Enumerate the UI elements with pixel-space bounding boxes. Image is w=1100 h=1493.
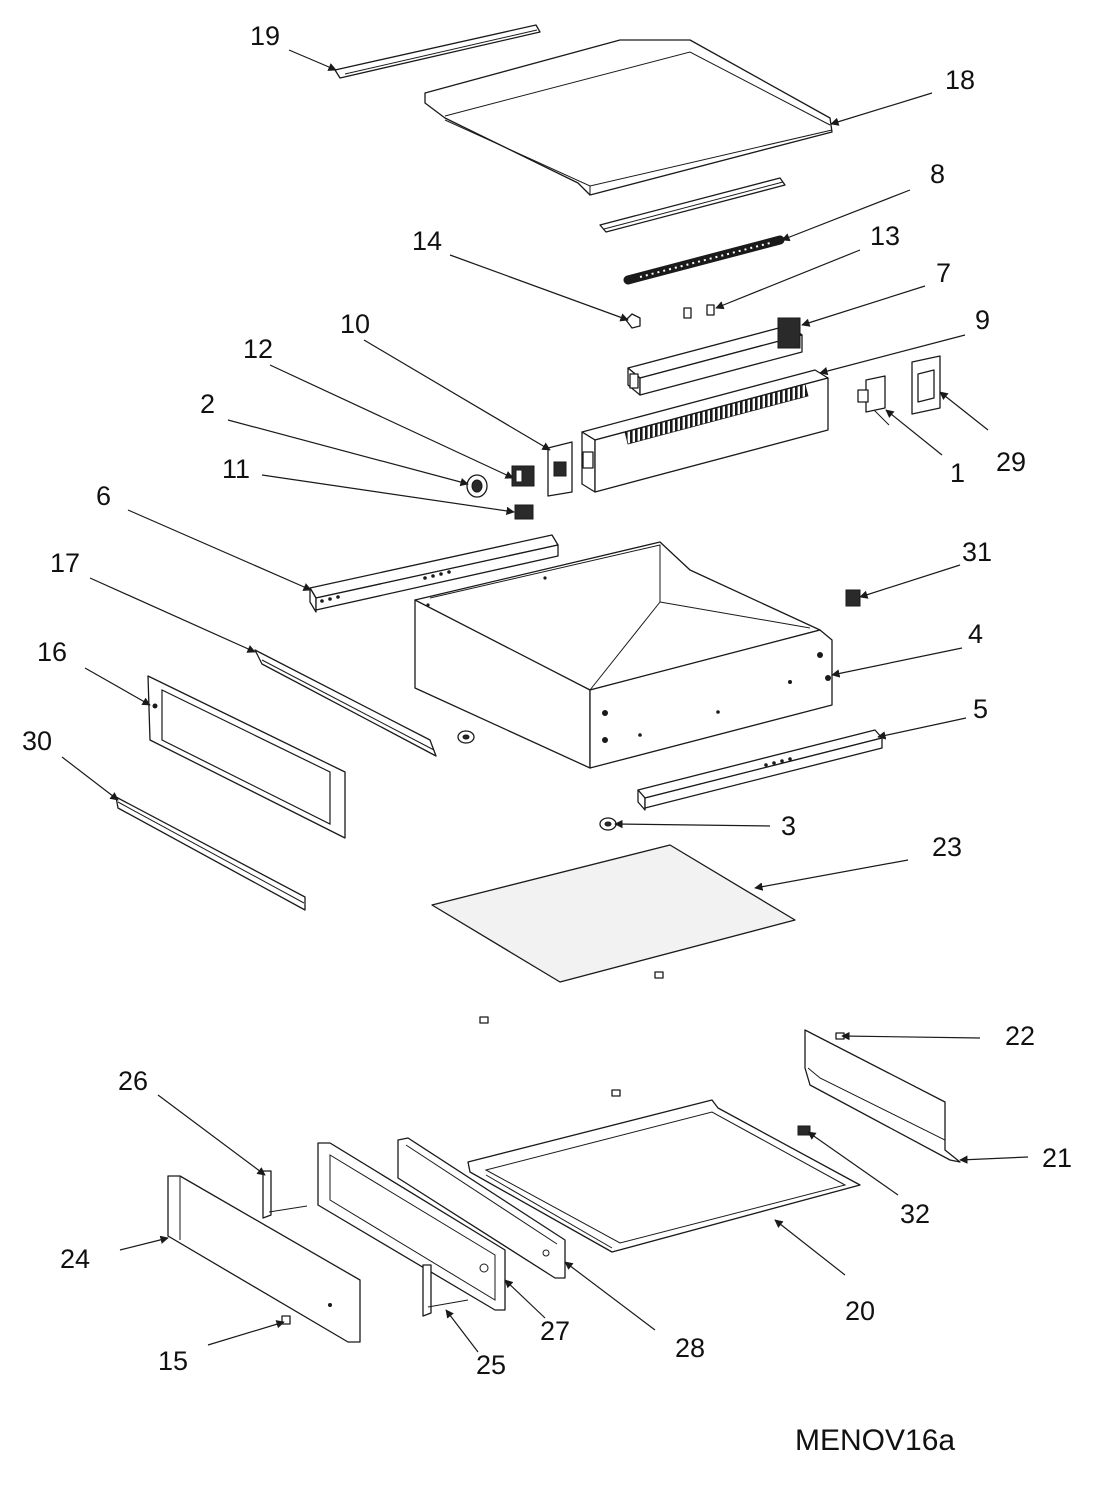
part-30-rail: [115, 796, 306, 911]
callout-28: 28: [675, 1333, 705, 1363]
leader-13: [715, 249, 861, 310]
leader-27: [504, 1279, 546, 1319]
callout-8: 8: [930, 159, 945, 189]
part-23-bottom-plate: [431, 844, 796, 1024]
callout-15: 15: [158, 1346, 188, 1376]
part-15-screw: [281, 1315, 291, 1325]
part-3-grommet: [457, 730, 617, 831]
leader-17: [89, 577, 256, 653]
part-16-front-frame: [147, 675, 346, 839]
part-7-blower: [627, 317, 803, 396]
callout-16: 16: [37, 637, 67, 667]
part-6-slide-rail: [309, 534, 559, 613]
callout-13: 13: [870, 221, 900, 251]
callout-22: 22: [1005, 1021, 1035, 1051]
leader-8: [781, 189, 911, 242]
leader-24: [119, 1235, 169, 1251]
leader-23: [754, 859, 909, 891]
part-18-top-cover: [424, 39, 833, 196]
callout-11: 11: [222, 454, 250, 484]
part-8-strip: [599, 177, 786, 233]
callout-9: 9: [975, 305, 990, 335]
part-9-heater-housing: [581, 369, 829, 493]
callout-1: 1: [950, 458, 965, 488]
callout-32: 32: [900, 1199, 930, 1229]
part-17-rail: [254, 649, 437, 757]
part-31-clip: [845, 589, 861, 607]
part-28-frame: [397, 1137, 566, 1279]
callout-10: 10: [340, 309, 370, 339]
leader-12: [269, 364, 514, 479]
leader-16: [84, 667, 151, 706]
part-25-bracket: [422, 1264, 469, 1317]
callout-5: 5: [973, 694, 988, 724]
leader-2: [227, 419, 469, 487]
part-11-connector: [514, 504, 534, 520]
part-1-thermostat: [857, 375, 890, 426]
callout-2: 2: [200, 389, 215, 419]
leader-30: [61, 756, 119, 801]
part-5-slide-rail: [637, 729, 883, 811]
part-10-switch-plate: [547, 441, 573, 497]
callout-29: 29: [996, 447, 1026, 477]
leader-29: [939, 391, 989, 431]
callout-12: 12: [243, 334, 273, 364]
callout-6: 6: [96, 481, 111, 511]
leader-7: [801, 285, 926, 327]
leader-11: [261, 474, 515, 516]
leader-28: [564, 1261, 656, 1331]
part-12-control-module: [511, 465, 535, 487]
leader-22: [841, 1031, 981, 1041]
leader-10: [363, 339, 551, 451]
leader-31: [859, 564, 961, 599]
callout-18: 18: [945, 65, 975, 95]
leader-18: [830, 92, 933, 126]
part-21-back-panel: [804, 1029, 961, 1163]
callout-25: 25: [476, 1350, 506, 1380]
part-29-bracket: [911, 355, 941, 415]
callout-7: 7: [936, 258, 951, 288]
callout-4: 4: [968, 619, 983, 649]
callout-17: 17: [50, 548, 80, 578]
leader-5: [877, 717, 967, 740]
part-14-clip: [625, 313, 641, 329]
leader-6: [127, 509, 312, 591]
leader-15: [207, 1320, 285, 1346]
part-4-drawer-box: [414, 541, 833, 769]
leader-1: [885, 409, 943, 456]
part-8-heating-element: [623, 235, 785, 285]
leader-14: [449, 254, 629, 322]
leader-9: [819, 334, 966, 376]
leader-21: [959, 1155, 1029, 1164]
callout-31: 31: [962, 537, 992, 567]
callout-26: 26: [118, 1066, 148, 1096]
callout-14: 14: [412, 226, 442, 256]
callout-19: 19: [250, 21, 280, 51]
callout-23: 23: [932, 832, 962, 862]
part-2-knob: [466, 474, 488, 498]
callout-20: 20: [845, 1296, 875, 1326]
callout-30: 30: [22, 726, 52, 756]
leader-20: [774, 1219, 846, 1276]
leader-4: [831, 647, 963, 678]
leader-32: [807, 1131, 899, 1196]
callout-27: 27: [540, 1316, 570, 1346]
leader-19: [288, 49, 337, 71]
callout-21: 21: [1042, 1143, 1072, 1173]
part-20-drawer-base: [467, 1089, 861, 1253]
leader-lines: [61, 49, 1029, 1353]
part-19-top-strip: [334, 24, 541, 79]
callout-labels: 19 18 8 14 13 7 10 9 12 2 11 1 29 6 31 1…: [22, 21, 1072, 1380]
part-27-inner-panel: [317, 1142, 506, 1311]
diagram-code: MENOV16a: [795, 1424, 955, 1457]
leader-25: [445, 1309, 479, 1353]
leader-3: [614, 819, 771, 829]
part-32-clip: [797, 1125, 811, 1136]
part-26-bracket: [262, 1170, 308, 1219]
callout-24: 24: [60, 1244, 90, 1274]
part-13-clips: [683, 304, 715, 319]
leader-26: [157, 1094, 266, 1176]
callout-3: 3: [781, 811, 796, 841]
